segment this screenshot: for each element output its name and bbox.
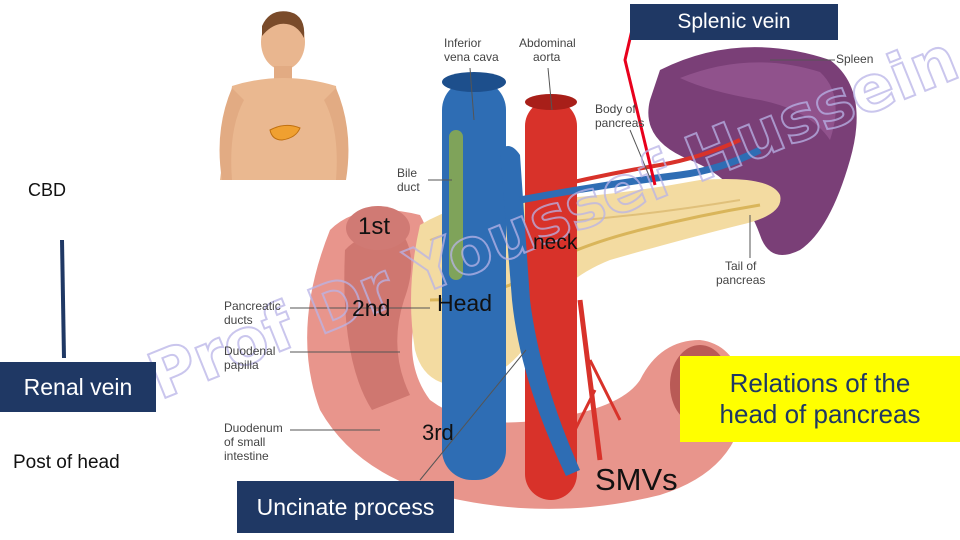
splenic-pointer-line [623, 29, 657, 186]
smvs-label: SMVs [595, 462, 678, 497]
slide-title-line-2: head of pancreas [719, 399, 921, 429]
smv-vessel [500, 146, 580, 476]
cbd-line [60, 239, 66, 359]
slide-title-box: Relations of the head of pancreas [680, 356, 960, 442]
human-figure-icon [219, 11, 349, 180]
bile-duct-vessel [449, 130, 463, 280]
uncinate-process-box: Uncinate process [237, 481, 454, 533]
spleen-label: Spleen [836, 52, 874, 66]
first-part-label: 1st [358, 213, 391, 240]
splenic-vein-box: Splenic vein [630, 4, 838, 40]
splenic-vein-vessel [519, 146, 762, 204]
head-label: Head [437, 290, 492, 316]
post-of-head-label: Post of head [13, 452, 120, 473]
cbd-label: CBD [28, 180, 67, 200]
slide-title-line-1: Relations of the [729, 368, 911, 398]
second-part-label: 2nd [352, 295, 391, 321]
renal-vein-box: Renal vein [0, 362, 156, 412]
third-part-label: 3rd [422, 420, 454, 445]
neck-label: neck [533, 231, 578, 254]
